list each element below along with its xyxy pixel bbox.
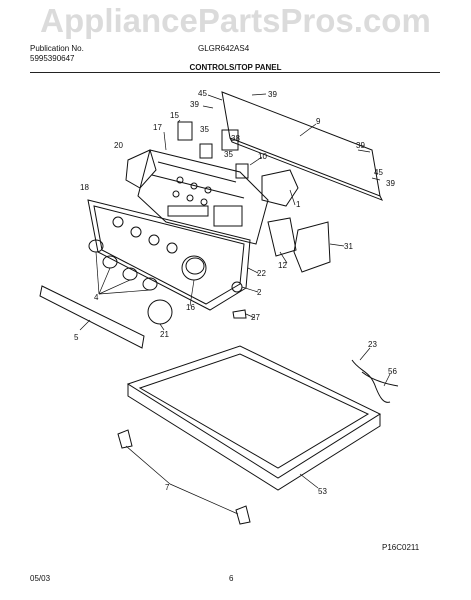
callout-label: 18 [80,183,89,192]
callout-label: 35 [200,125,209,134]
callout-label: 10 [258,152,267,161]
callout-label: 45 [198,89,207,98]
print-date: 05/03 [30,574,51,583]
callout-label: 15 [170,111,179,120]
hinge-right [235,505,251,525]
callout-label: 39 [356,141,365,150]
callout-labels: 45 39 39 9 15 35 17 38 35 20 10 39 45 39… [74,89,397,496]
publication-label: Publication No. [30,44,84,53]
callout-label: 39 [190,100,199,109]
trim-strip [39,285,145,349]
callout-label: 17 [153,123,162,132]
callout-label: 21 [160,330,169,339]
hinge-left [117,429,133,449]
callout-label: 2 [257,288,262,297]
callout-label: 7 [165,483,170,492]
control-panel [87,199,251,311]
publication-number: 5995390647 [30,54,75,63]
callout-label: 4 [94,293,99,302]
leader-lines [79,93,391,515]
callout-label: 23 [368,340,377,349]
callout-label: 39 [386,179,395,188]
clip [232,309,247,319]
callout-label: 38 [231,134,240,143]
harness-branch [361,371,399,387]
callout-label: 35 [224,150,233,159]
callout-label: 12 [278,261,287,270]
backsplash-panel [221,91,384,201]
callout-label: 39 [268,90,277,99]
callout-label: 5 [74,333,79,342]
callout-label: 45 [374,168,383,177]
callout-label: 16 [186,303,195,312]
callout-label: 56 [388,367,397,376]
model-number: GLGR642AS4 [198,44,250,53]
callout-label: 9 [316,117,321,126]
control-console [137,149,269,245]
knobs [88,239,205,291]
rotary-knob [231,281,243,293]
end-cap-left [125,149,157,189]
callout-label: 22 [257,269,266,278]
timer [267,217,297,257]
callout-label: 1 [296,200,301,209]
page-number: 6 [229,574,234,583]
callout-label: 20 [114,141,123,150]
wire-harness [351,359,391,403]
figure-code: P16C0211 [382,543,420,552]
switch-components [177,121,249,179]
top-panel [126,345,382,491]
page-title: CONTROLS/TOP PANEL [189,63,282,72]
callout-label: 31 [344,242,353,251]
callout-label: 27 [251,313,260,322]
header-rule [30,72,440,73]
end-cap-right [293,221,331,273]
ring [147,299,173,325]
callout-label: 53 [318,487,327,496]
